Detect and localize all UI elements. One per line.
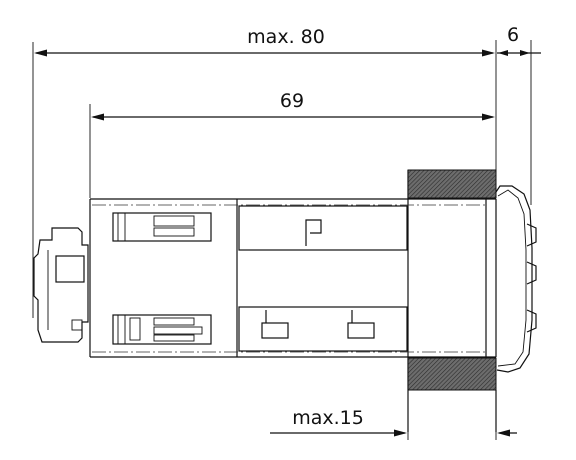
connector-plug (33, 227, 89, 343)
board-upper (238, 205, 408, 251)
panel-section (407, 169, 497, 432)
board-lower (238, 306, 408, 352)
body-length-label: 69 (280, 90, 304, 112)
dimension-front-protrusion: 6 (497, 24, 541, 205)
housing-body (89, 170, 497, 390)
panel-thickness-label: max.15 (292, 407, 364, 429)
dimension-overall-length: max. 80 (32, 26, 497, 318)
front-protrusion-label: 6 (507, 24, 519, 46)
terminal-lower (112, 314, 212, 345)
terminal-upper (112, 212, 212, 242)
front-bezel (495, 185, 537, 373)
dimension-body-length: 69 (89, 90, 495, 198)
dimension-panel-thickness: max.15 (270, 385, 517, 440)
overall-length-label: max. 80 (247, 26, 325, 48)
